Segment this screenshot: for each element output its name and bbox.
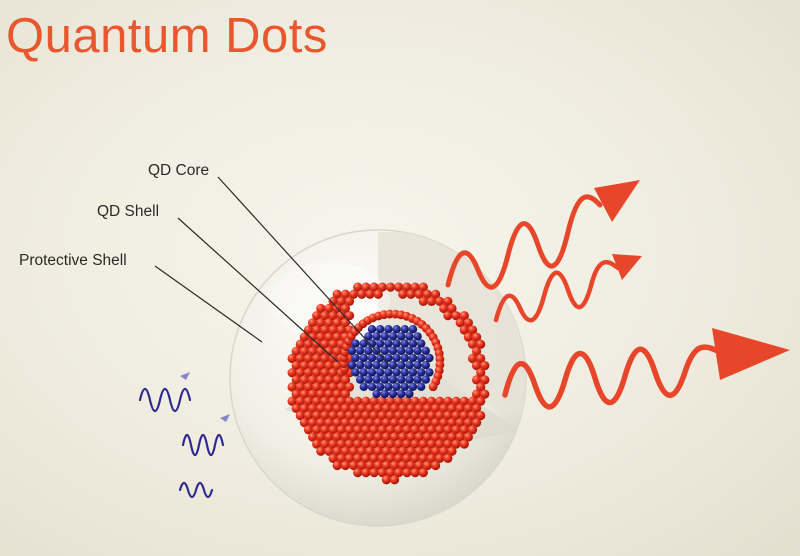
- emitted-red-wave-arrow-icon: [502, 328, 790, 410]
- incoming-blue-wave-icon: [181, 414, 230, 457]
- emitted-red-wave-arrow-icon: [445, 180, 640, 290]
- emitted-red-waves: [445, 180, 790, 410]
- incoming-blue-wave-icon: [138, 372, 192, 413]
- label-qd-shell: QD Shell: [97, 203, 159, 220]
- incoming-blue-wave-icon: [178, 481, 214, 499]
- label-qd-core: QD Core: [148, 162, 209, 179]
- leader-lines: [154, 176, 389, 365]
- incoming-blue-waves: [138, 372, 230, 499]
- qd-core: [347, 325, 434, 399]
- diagram-title: Quantum Dots: [6, 9, 328, 63]
- label-protective-shell: Protective Shell: [19, 252, 127, 269]
- emitted-red-wave-arrow-icon: [493, 254, 642, 323]
